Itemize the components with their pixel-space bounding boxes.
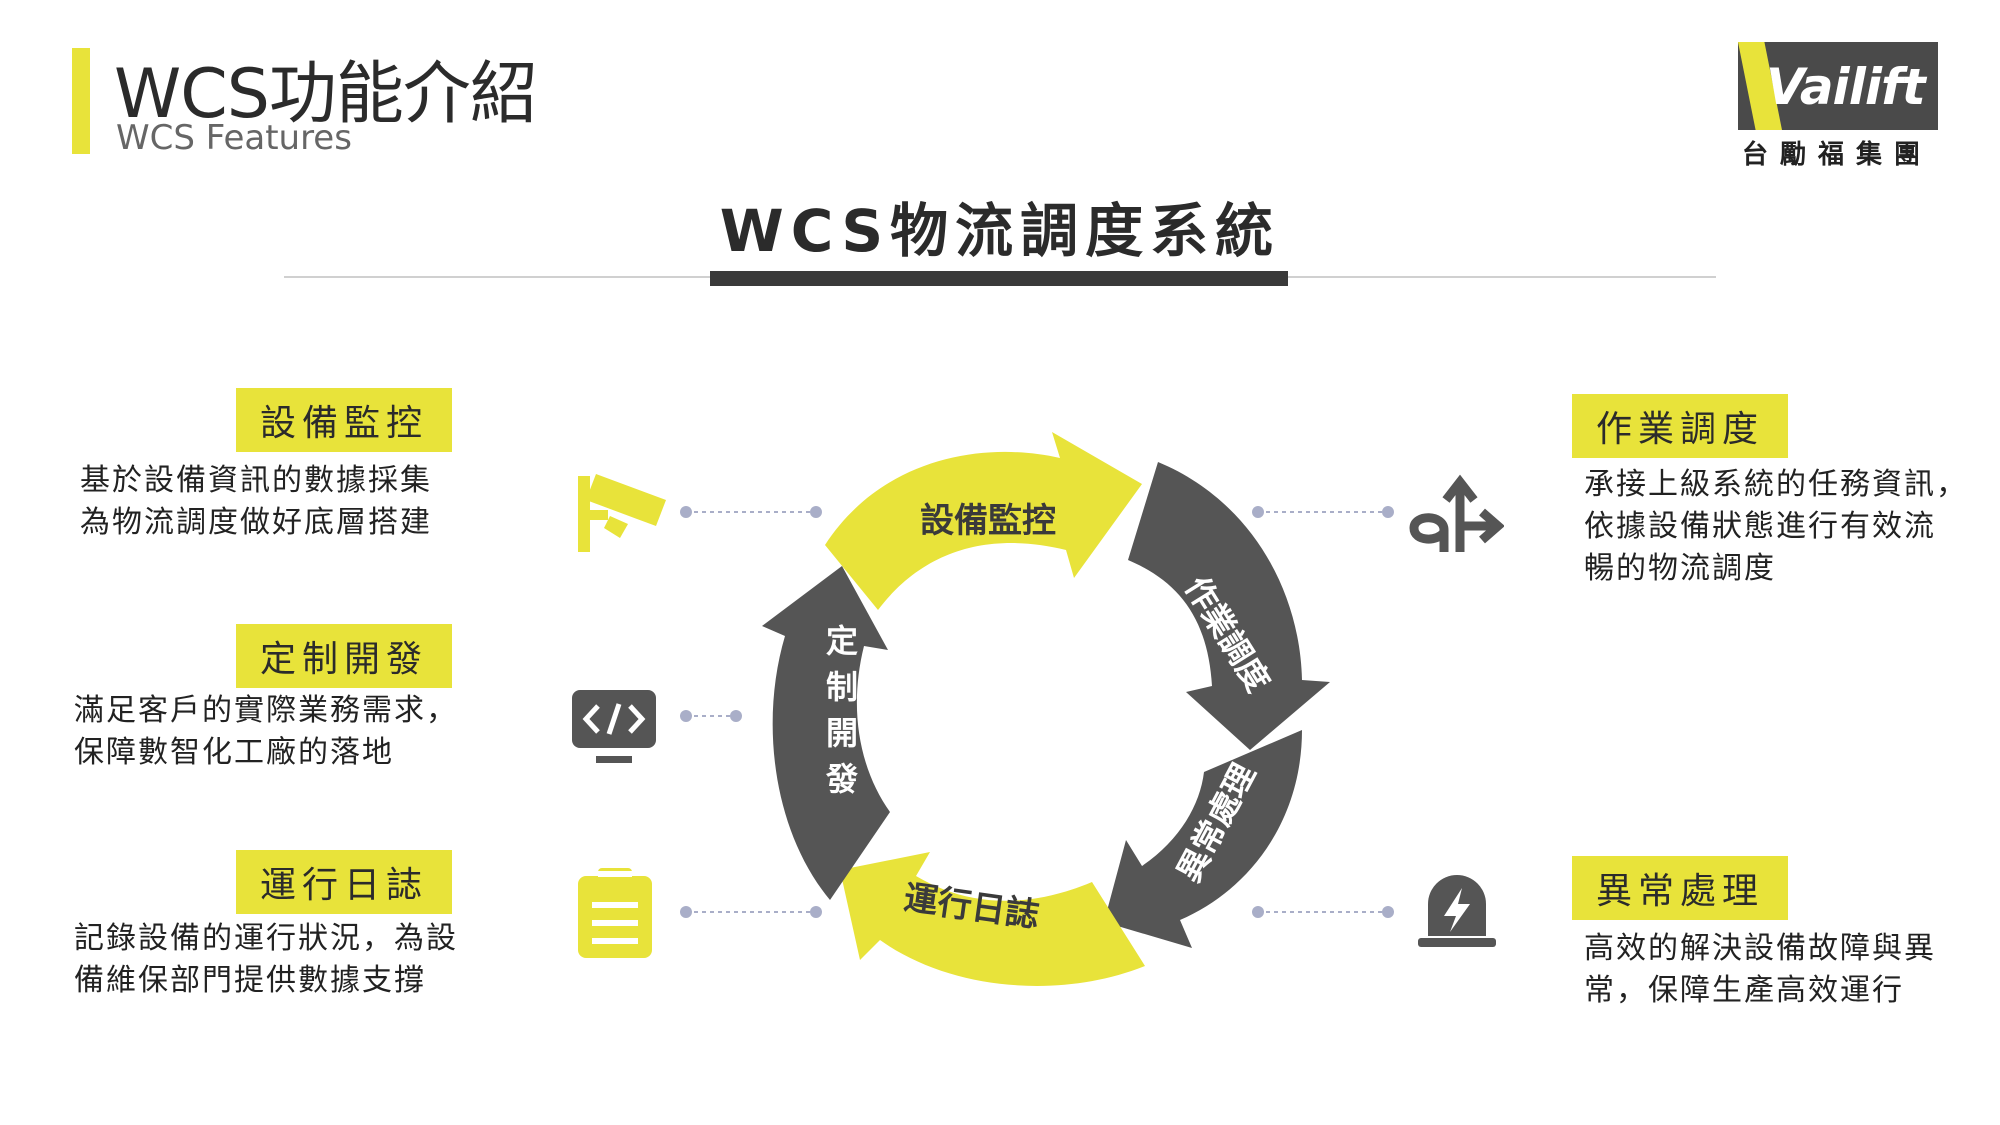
connector-equipment [680, 506, 822, 518]
cycle-segment-exception [1104, 730, 1302, 948]
clipboard-icon [578, 868, 652, 958]
cycle-label-equipment: 設備監控 [920, 501, 1056, 541]
alarm-icon [1418, 875, 1496, 947]
cycle-diagram: 設備監控 作業調度 異常處理 運行日誌 定 制 開 發 [762, 432, 1330, 986]
desc-line: 基於設備資訊的數據採集 [80, 463, 432, 498]
connector-exception [1252, 906, 1394, 918]
connector-dispatch [1252, 506, 1394, 518]
svg-text:開: 開 [826, 714, 858, 752]
feature-tag-exception: 異常處理 [1572, 856, 1788, 920]
feature-tag-dispatch: 作業調度 [1572, 394, 1788, 458]
code-icon [572, 690, 656, 763]
page-subtitle: WCS Features [116, 118, 352, 158]
title-accent-bar [72, 48, 90, 154]
desc-line: 依據設備狀態進行有效流 [1584, 509, 1936, 544]
company-logo [1738, 42, 1938, 130]
desc-line: 高效的解決設備故障與異 [1584, 931, 1936, 966]
logo-brand-text: Vailift [1766, 58, 1926, 116]
feature-tag-log: 運行日誌 [236, 850, 452, 914]
feature-desc-custom: 滿足客戶的實際業務需求， 保障數智化工廠的落地 [74, 690, 458, 774]
feature-desc-exception: 高效的解決設備故障與異 常，保障生產高效運行 [1584, 928, 1936, 1012]
feature-tag-equipment: 設備監控 [236, 388, 452, 452]
feature-desc-equipment: 基於設備資訊的數據採集 為物流調度做好底層搭建 [80, 460, 432, 544]
cycle-segment-dispatch [1128, 462, 1330, 750]
feature-tag-custom: 定制開發 [236, 624, 452, 688]
desc-line: 承接上級系統的任務資訊， [1584, 467, 1968, 502]
desc-line: 為物流調度做好底層搭建 [80, 505, 432, 540]
connector-custom [680, 710, 742, 722]
route-arrows-icon [1409, 474, 1504, 552]
desc-line: 保障數智化工廠的落地 [74, 735, 394, 770]
section-title: WCS物流調度系統 [719, 197, 1281, 265]
connector-log [680, 906, 822, 918]
feature-desc-log: 記錄設備的運行狀況，為設 備維保部門提供數據支撐 [74, 918, 458, 1002]
title-divider-thick [710, 271, 1288, 286]
camera-icon [578, 474, 666, 552]
desc-line: 備維保部門提供數據支撐 [74, 963, 426, 998]
desc-line: 滿足客戶的實際業務需求， [74, 693, 458, 728]
feature-desc-dispatch: 承接上級系統的任務資訊， 依據設備狀態進行有效流 暢的物流調度 [1584, 464, 1968, 590]
cycle-segment-custom [762, 566, 890, 900]
page-title: WCS功能介紹 [114, 55, 538, 134]
svg-text:制: 制 [826, 668, 858, 706]
svg-text:發: 發 [825, 760, 858, 798]
cycle-segment-equipment [825, 432, 1142, 610]
desc-line: 記錄設備的運行狀況，為設 [74, 921, 458, 956]
desc-line: 常，保障生產高效運行 [1584, 973, 1904, 1008]
logo-group-text: 台勵福集團 [1742, 140, 1933, 170]
cycle-segment-log [840, 852, 1145, 986]
cycle-label-custom: 定 制 開 發 [825, 622, 858, 798]
svg-text:定: 定 [826, 622, 858, 660]
desc-line: 暢的物流調度 [1584, 551, 1776, 586]
